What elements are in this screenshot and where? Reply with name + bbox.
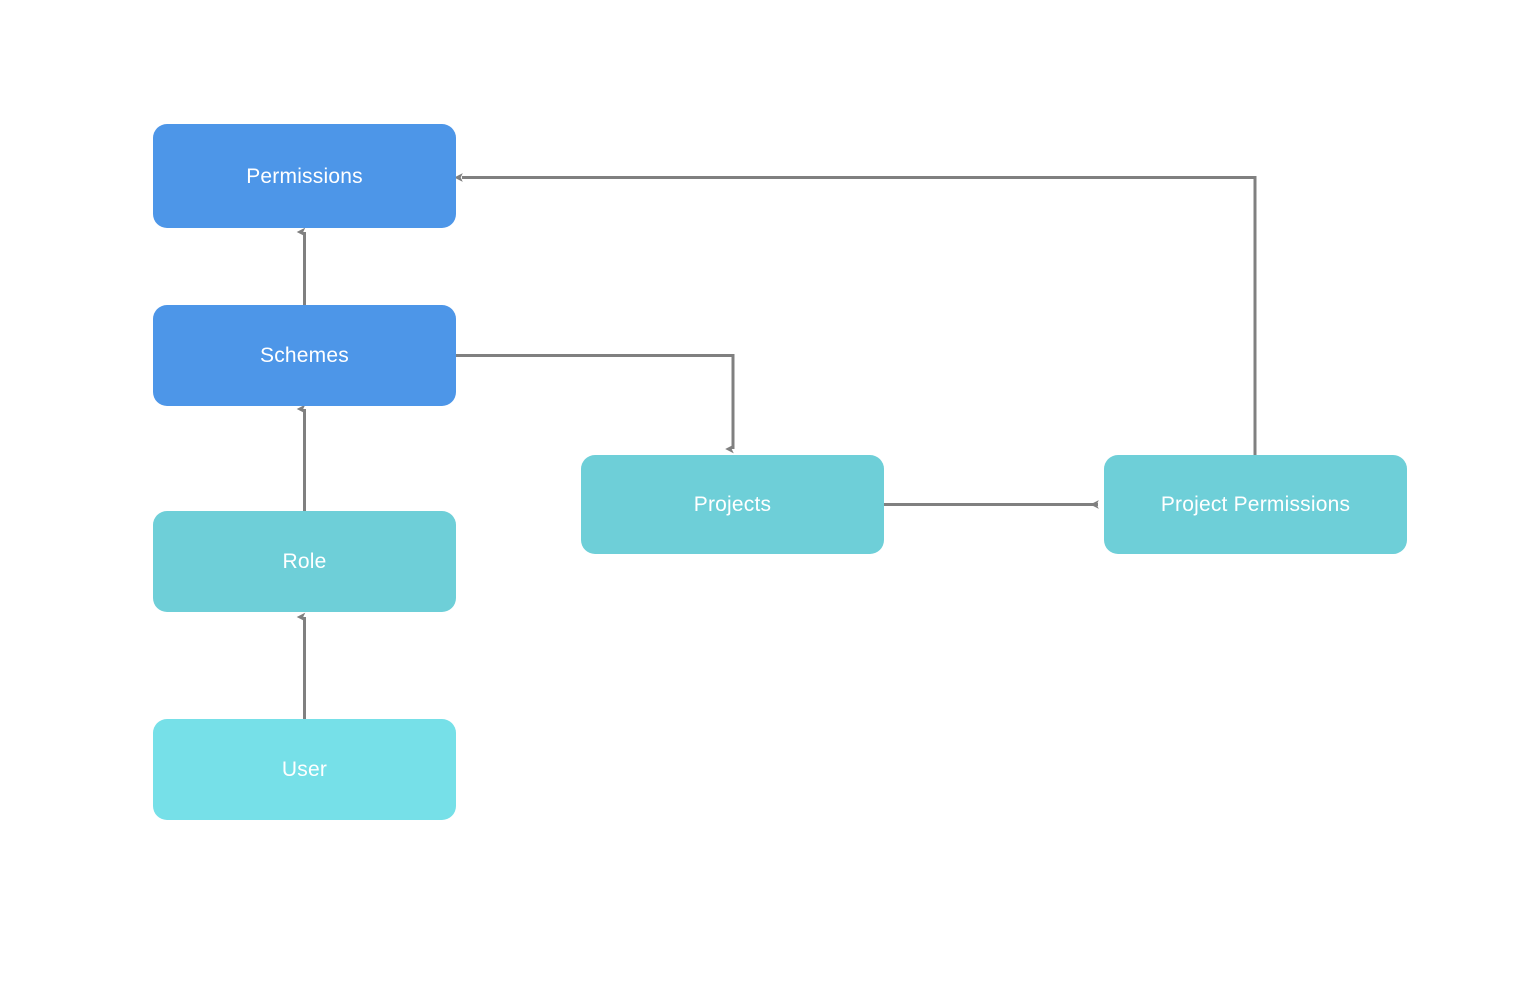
node-role[interactable]: Role xyxy=(153,511,456,612)
node-schemes-label: Schemes xyxy=(260,344,349,367)
node-projects-label: Projects xyxy=(693,493,772,516)
edge-project-permissions-to-permissions xyxy=(454,173,1257,455)
node-schemes[interactable]: Schemes xyxy=(153,305,456,406)
node-user[interactable]: User xyxy=(153,719,456,820)
node-role-label: Role xyxy=(282,550,327,573)
node-permissions-label: Permissions xyxy=(246,164,363,188)
node-project-permissions[interactable]: Project Permissions xyxy=(1104,455,1407,554)
node-project-permissions-label: Project Permissions xyxy=(1160,493,1351,516)
node-projects[interactable]: Projects xyxy=(581,455,884,554)
edge-schemes-to-projects xyxy=(456,354,735,454)
node-permissions[interactable]: Permissions xyxy=(153,124,456,228)
node-user-label: User xyxy=(281,758,328,781)
